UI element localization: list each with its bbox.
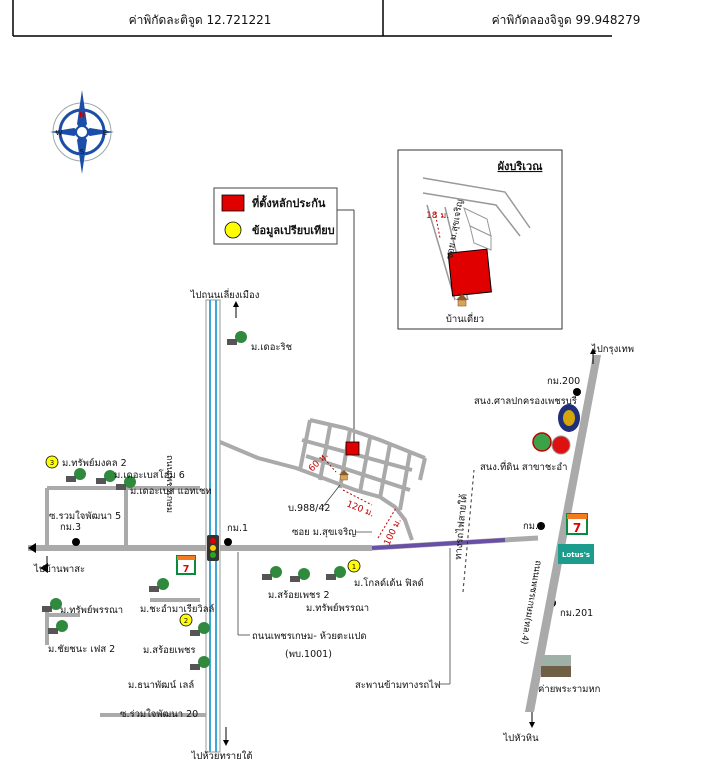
vertical-road-label: ถนนเพชรเกษม xyxy=(164,455,174,513)
overpass-bridge xyxy=(371,538,506,550)
svg-text:ม.สร้อยเพชร 2: ม.สร้อยเพชร 2 xyxy=(268,590,330,601)
svg-text:ม.โกลด์เด้น ฟิลด์: ม.โกลด์เด้น ฟิลด์ xyxy=(354,577,424,589)
petchkasem-road-label: ถนนเพชรเกษม(ทล.4) xyxy=(518,559,543,645)
distance-100: 100 ม. xyxy=(383,517,404,547)
subject-plot-marker xyxy=(345,441,360,456)
svg-text:7: 7 xyxy=(183,564,190,575)
railway-line xyxy=(205,299,221,753)
petchkasem-highway xyxy=(525,355,601,712)
legend-subject-swatch xyxy=(221,194,245,212)
svg-text:ซ.รวมใจพัฒนา 5: ซ.รวมใจพัฒนา 5 xyxy=(49,510,121,522)
svg-text:ม.เดอะเบส แอทเชท: ม.เดอะเบส แอทเชท xyxy=(130,486,212,497)
svg-text:W: W xyxy=(56,129,63,137)
site-plan-distance: 18 ม. xyxy=(426,211,449,221)
house-icon xyxy=(339,470,349,481)
km3-marker xyxy=(72,538,80,546)
longitude-text: ค่าพิกัดลองจิจูด 99.948279 xyxy=(492,13,641,28)
svg-text:ซ.ร่วมใจพัฒนา 20: ซ.ร่วมใจพัฒนา 20 xyxy=(120,708,198,720)
to-sieng-mueang-label: ไปถนนเลี่ยงเมือง xyxy=(190,288,260,301)
compare-marker-1 xyxy=(347,559,361,573)
house-number-label: บ.988/42 xyxy=(288,503,330,514)
svg-text:ม.ทรัพย์พรรณา: ม.ทรัพย์พรรณา xyxy=(306,602,369,614)
to-ban-pha-soe-label: ไปบ้านพาสะ xyxy=(33,563,85,575)
svg-text:N: N xyxy=(79,111,85,119)
svg-text:2: 2 xyxy=(184,617,188,625)
legend-compare-label: ข้อมูลเปรียบเทียบ xyxy=(252,224,335,238)
distance-120: 120 ม. xyxy=(345,500,375,520)
house-icon xyxy=(456,294,468,307)
svg-text:ม.ชะอำมาเรียวิลล์: ม.ชะอำมาเรียวิลล์ xyxy=(140,603,215,615)
svg-text:ม.ธนาพัฒน์ เลล์: ม.ธนาพัฒน์ เลล์ xyxy=(128,679,194,691)
coordinate-header: ค่าพิกัดละติจูด 12.721221 ค่าพิกัดลองจิจ… xyxy=(12,0,641,37)
lotus-store-icon: Lotus's xyxy=(558,544,594,564)
village-icon xyxy=(42,331,346,670)
legend: ที่ตั้งหลักประกัน ข้อมูลเปรียบเทียบ xyxy=(213,187,338,245)
main-road xyxy=(28,545,372,551)
svg-text:ม.ทรัพย์มงคล 2: ม.ทรัพย์มงคล 2 xyxy=(62,457,127,469)
traffic-light-icon xyxy=(207,535,219,561)
svg-text:กม.3: กม.3 xyxy=(60,522,81,533)
seven-eleven-icon: 7 xyxy=(566,513,588,535)
svg-text:E: E xyxy=(103,129,107,137)
compare-marker-3 xyxy=(45,455,59,469)
svg-text:กม.200: กม.200 xyxy=(547,376,580,387)
km0-marker xyxy=(537,522,545,530)
site-plan-title: ผังบริเวณ xyxy=(498,160,544,173)
svg-text:ม.เดอะเบสโฮม 6: ม.เดอะเบสโฮม 6 xyxy=(114,469,185,481)
svg-text:กม.201: กม.201 xyxy=(560,608,593,619)
main-road-code: (พบ.1001) xyxy=(285,649,332,660)
site-plan-inset: ผังบริเวณ 18 ม. ซอย ม.สุขเจริญ บ้านเดี่ย… xyxy=(397,149,563,330)
svg-text:Lotus's: Lotus's xyxy=(562,551,590,559)
soi-suk-charoen-label: ซอย ม.สุขเจริญ xyxy=(292,527,356,538)
compare-marker-2 xyxy=(179,613,193,627)
seven-eleven-icon: 7 xyxy=(176,555,196,575)
railway-south xyxy=(462,469,475,593)
km1-marker xyxy=(224,538,232,546)
to-huai-sai-tai-label: ไปห้วยทรายใต้ xyxy=(190,750,252,762)
bridge-label: สะพานข้ามทางรถไฟ xyxy=(355,679,441,691)
land-office-logo-icon xyxy=(532,432,571,455)
provincial-admin-label: สนง.ศาลปกครองเพชรบุรี xyxy=(474,395,577,407)
to-hua-hin-label: ไปหัวหิน xyxy=(502,732,539,744)
site-plan-house-label: บ้านเดี่ยว xyxy=(446,312,484,325)
svg-text:7: 7 xyxy=(573,521,581,535)
svg-text:กม.1: กม.1 xyxy=(227,523,248,534)
land-office-label: สนง.ที่ดิน สาขาชะอำ xyxy=(480,460,567,473)
svg-text:S: S xyxy=(80,148,85,156)
camp-label: ค่ายพระรามหก xyxy=(538,684,601,695)
svg-text:ม.เดอะริช: ม.เดอะริช xyxy=(251,342,293,353)
svg-text:ม.สร้อยเพชร: ม.สร้อยเพชร xyxy=(143,645,196,656)
svg-text:ม.ชัยชนะ เฟส 2: ม.ชัยชนะ เฟส 2 xyxy=(48,644,115,655)
svg-text:1: 1 xyxy=(352,563,356,571)
camp-photo-icon xyxy=(541,655,571,677)
svg-text:ม.ทรัพย์พรรณา: ม.ทรัพย์พรรณา xyxy=(60,604,123,616)
site-plan-plot xyxy=(447,248,492,297)
compass-icon: N S W E xyxy=(50,90,114,174)
svg-text:3: 3 xyxy=(50,459,54,467)
left-soi-network xyxy=(45,486,200,645)
to-bangkok-label: ไปกรุงเทพ xyxy=(591,343,634,355)
railway-label: ทางรถไฟสายใต้ xyxy=(452,493,470,560)
legend-subject-label: ที่ตั้งหลักประกัน xyxy=(252,195,326,210)
latitude-text: ค่าพิกัดละติจูด 12.721221 xyxy=(129,13,272,28)
legend-compare-swatch xyxy=(224,221,242,239)
main-road-label: ถนนเพชรเกษม- ห้วยตะแปด xyxy=(252,631,367,642)
svg-text:กม.0: กม.0 xyxy=(523,521,544,532)
court-emblem-icon xyxy=(558,404,580,432)
km200-marker xyxy=(573,388,581,396)
